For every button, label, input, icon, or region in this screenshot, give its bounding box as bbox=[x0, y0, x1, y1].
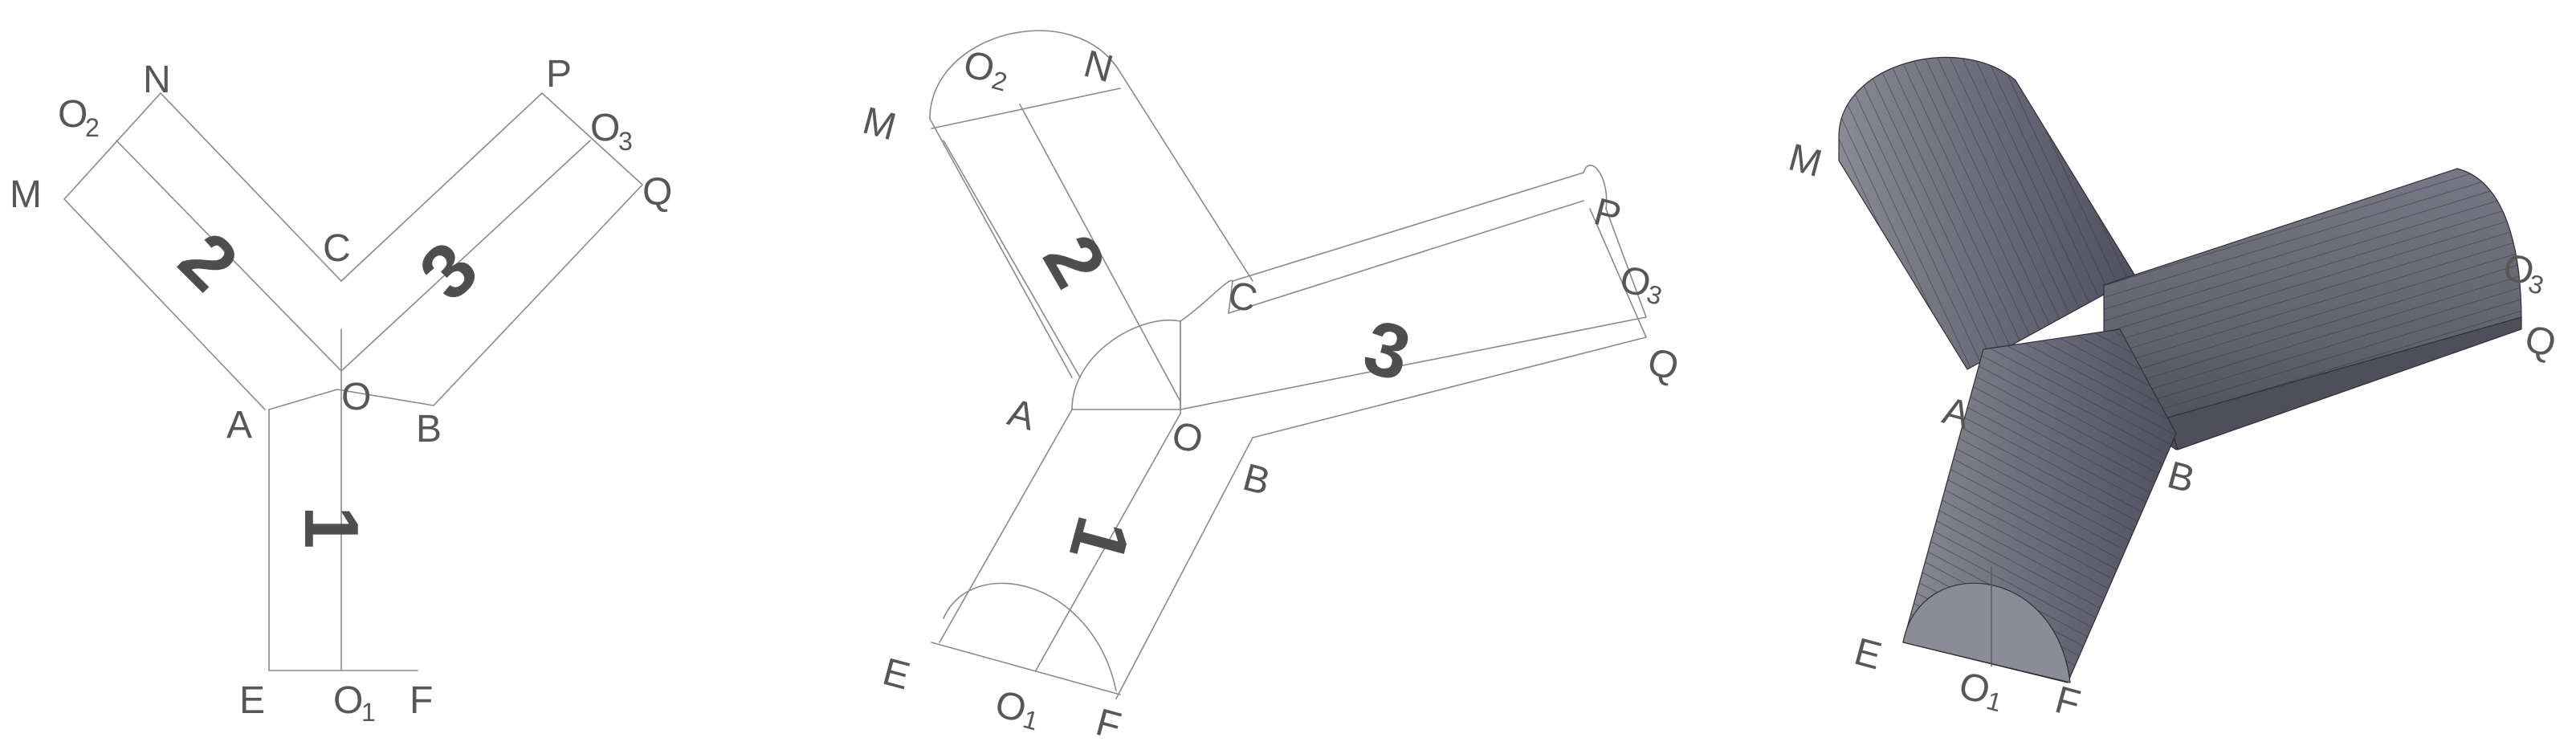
solid-arm-upper-left bbox=[1838, 56, 2137, 370]
solid-arm2-ribs bbox=[1839, 57, 2136, 369]
wire-label-C: C bbox=[1224, 273, 1262, 321]
plan-left-arm-outline-lower bbox=[63, 198, 266, 410]
solid-arm-lower bbox=[1902, 328, 2177, 683]
solid-view: M O 3 Q A B E O 1 F bbox=[1784, 56, 2561, 726]
plan-label-F: F bbox=[410, 679, 433, 722]
wire-label-N: N bbox=[1079, 43, 1117, 91]
solid-label-F: F bbox=[2051, 679, 2085, 726]
plan-outline bbox=[63, 92, 643, 671]
plan-label-M: M bbox=[10, 173, 42, 216]
plan-axis-right bbox=[340, 140, 591, 372]
plan-label-O1-sub: 1 bbox=[361, 698, 376, 727]
plan-label-P: P bbox=[546, 53, 572, 96]
plan-label-A: A bbox=[226, 404, 252, 446]
solid-arm1-end-face bbox=[1902, 582, 2071, 683]
wire-label-Q: Q bbox=[1643, 340, 1683, 389]
wire-label-E: E bbox=[878, 650, 915, 698]
solid-arm-right bbox=[2103, 168, 2522, 450]
wire-junction-arc bbox=[1071, 319, 1181, 410]
wire-arm1-end-base bbox=[931, 642, 1121, 695]
wire-arm2-end-arc bbox=[929, 30, 1121, 120]
wire-label-P: P bbox=[1590, 190, 1626, 238]
plan-number-2: 2 bbox=[163, 216, 254, 307]
plan-stem-outline bbox=[268, 389, 434, 410]
plan-label-C: C bbox=[323, 227, 351, 270]
wire-number-2: 2 bbox=[1026, 221, 1122, 301]
plan-label-O1: O bbox=[333, 679, 363, 722]
plan-label-Q: Q bbox=[642, 171, 672, 214]
plan-label-O3-sub: 3 bbox=[618, 127, 633, 156]
wire-label-M: M bbox=[858, 100, 900, 149]
wire-label-O: O bbox=[1168, 414, 1208, 463]
wireframe-outline bbox=[929, 30, 1647, 699]
solid-arm3-ribs bbox=[2104, 169, 2521, 450]
wire-arm3-end-arc bbox=[1583, 165, 1608, 210]
plan-stem-sides bbox=[268, 409, 418, 671]
wire-number-1: 1 bbox=[1053, 508, 1147, 572]
wire-label-A: A bbox=[1004, 391, 1040, 438]
solid-arm3-underside bbox=[2167, 316, 2522, 450]
plan-number-1: 1 bbox=[288, 506, 374, 548]
plan-label-N: N bbox=[143, 59, 171, 101]
wire-arm2-edges bbox=[929, 71, 1253, 402]
plan-number-3: 3 bbox=[403, 226, 494, 316]
plan-left-arm-outline bbox=[63, 92, 342, 282]
wire-junction-arc-2 bbox=[1180, 279, 1233, 322]
wire-arm1-edges bbox=[939, 409, 1253, 699]
plan-right-arm-outline bbox=[340, 92, 643, 406]
plan-label-O: O bbox=[341, 376, 371, 418]
wire-arm1-end-arc bbox=[943, 582, 1117, 691]
wire-label-F: F bbox=[1091, 701, 1125, 748]
wire-arm3-edges bbox=[1180, 172, 1647, 438]
plan-label-O2: O bbox=[58, 93, 88, 136]
wire-label-B: B bbox=[1238, 456, 1274, 503]
plan-view: N O 2 M P O 3 Q C O A B E O 1 F 2 3 1 bbox=[10, 53, 672, 727]
wireframe-view: M O 2 N C P O 3 Q A O B E O 1 F 2 3 1 bbox=[858, 30, 1683, 748]
plan-axis-left bbox=[116, 140, 342, 372]
wire-arm2-lower bbox=[943, 140, 1081, 378]
solid-label-E: E bbox=[1850, 630, 1886, 678]
plan-label-O2-sub: 2 bbox=[85, 113, 100, 142]
wire-number-3: 3 bbox=[1355, 304, 1419, 397]
plan-label-O3: O bbox=[590, 107, 620, 149]
solid-label-B: B bbox=[2163, 454, 2199, 501]
plan-label-E: E bbox=[239, 679, 265, 722]
solid-label-Q: Q bbox=[2521, 317, 2561, 366]
solid-label-M: M bbox=[1784, 137, 1826, 186]
plan-label-B: B bbox=[416, 408, 442, 450]
